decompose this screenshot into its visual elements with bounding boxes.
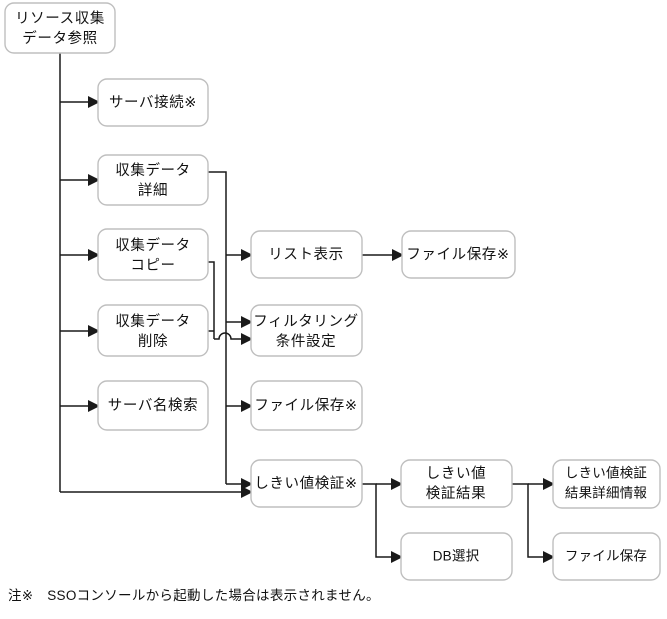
node-server-conn[interactable]: サーバ接続※: [97, 78, 209, 127]
node-list-view[interactable]: リスト表示: [250, 230, 363, 279]
node-file-save-1[interactable]: ファイル保存※: [401, 230, 516, 279]
edge-layer: [59, 53, 555, 563]
node-thr-result[interactable]: しきい値 検証結果: [400, 459, 513, 508]
arrow-head-db-select: [391, 551, 403, 563]
arrow-head-data-delete: [88, 325, 100, 337]
arrow-head-server-conn: [88, 96, 100, 108]
arrow-head-server-find: [88, 400, 100, 412]
node-file-save-2-box[interactable]: [250, 380, 363, 431]
arrow-head-filter-cond-lower: [241, 333, 253, 345]
node-root[interactable]: リソース収集 データ参照: [4, 2, 116, 54]
node-layer: リソース収集 データ参照 サーバ接続※ 収集データ 詳細 収集データ コピー: [4, 2, 661, 581]
node-thr-detail-box[interactable]: [552, 459, 661, 509]
arrow-head-list-view: [241, 249, 253, 261]
node-thr-result-box[interactable]: [400, 459, 513, 508]
node-file-save-3[interactable]: ファイル保存: [552, 532, 661, 581]
node-server-conn-label: サーバ接続※: [109, 94, 197, 111]
node-threshold[interactable]: しきい値検証※: [250, 459, 363, 508]
node-filter-cond[interactable]: フィルタリング 条件設定: [250, 304, 363, 357]
node-thr-detail-label-1: しきい値検証: [565, 466, 647, 481]
arrow-head-file-save-2: [241, 400, 253, 412]
footnote-text: 注※ SSOコンソールから起動した場合は表示されません。: [8, 588, 380, 603]
node-list-view-label: リスト表示: [268, 246, 344, 263]
node-file-save-1-label: ファイル保存※: [406, 246, 509, 263]
node-server-conn-box[interactable]: [97, 78, 209, 127]
node-thr-result-label-1: しきい値: [426, 465, 486, 482]
node-data-copy-label-1: 収集データ: [115, 236, 191, 254]
node-data-detail-label-2: 詳細: [138, 182, 168, 199]
arrow-head-data-detail: [88, 174, 100, 186]
node-filter-cond-box[interactable]: [250, 304, 363, 357]
node-db-select-label: DB選択: [433, 549, 480, 564]
node-data-copy-box[interactable]: [97, 228, 209, 281]
node-filter-cond-label-2: 条件設定: [276, 333, 336, 350]
node-server-find-label: サーバ名検索: [108, 397, 198, 414]
node-threshold-label: しきい値検証※: [254, 475, 357, 492]
arrow-head-thr-detail: [543, 478, 555, 490]
node-data-copy[interactable]: 収集データ コピー: [97, 228, 209, 281]
edge-threshold-riser: [362, 483, 391, 558]
edge-detail-riser: [208, 171, 227, 484]
arrow-head-threshold-from-detail: [241, 478, 253, 490]
node-data-detail-box[interactable]: [97, 154, 209, 206]
node-file-save-1-box[interactable]: [401, 230, 516, 279]
edge-hop-bridge: [214, 332, 241, 340]
arrow-head-threshold-from-root: [241, 486, 253, 498]
node-file-save-2-label: ファイル保存※: [254, 397, 357, 414]
node-thr-detail-label-2: 結果詳細情報: [565, 486, 647, 501]
node-data-delete-box[interactable]: [97, 304, 209, 357]
node-data-copy-label-2: コピー: [130, 257, 175, 274]
arrow-head-thr-result: [391, 478, 403, 490]
node-threshold-box[interactable]: [250, 459, 363, 508]
node-root-label-1: リソース収集: [15, 10, 105, 27]
node-file-save-3-label: ファイル保存: [565, 549, 647, 564]
node-file-save-2[interactable]: ファイル保存※: [250, 380, 363, 431]
node-data-detail[interactable]: 収集データ 詳細: [97, 154, 209, 206]
node-data-delete-label-1: 収集データ: [115, 312, 191, 330]
edge-copy-riser: [208, 261, 215, 339]
arrow-head-file-save-3: [543, 551, 555, 563]
node-thr-result-label-2: 検証結果: [426, 485, 486, 502]
node-list-view-box[interactable]: [250, 230, 363, 279]
node-data-delete[interactable]: 収集データ 削除: [97, 304, 209, 357]
node-db-select-box[interactable]: [400, 532, 513, 581]
node-file-save-3-box[interactable]: [552, 532, 661, 581]
arrow-head-data-copy: [88, 249, 100, 261]
node-server-find-box[interactable]: [97, 380, 209, 431]
node-server-find[interactable]: サーバ名検索: [97, 380, 209, 431]
node-data-detail-label-1: 収集データ: [115, 161, 191, 179]
node-thr-detail[interactable]: しきい値検証 結果詳細情報: [552, 459, 661, 509]
node-root-label-2: データ参照: [22, 29, 98, 47]
node-root-box[interactable]: [4, 2, 116, 54]
arrow-head-filter-cond-upper: [241, 316, 253, 328]
arrow-head-file-save-1: [392, 249, 404, 261]
edge-thr-result-riser: [512, 483, 543, 558]
node-filter-cond-label-1: フィルタリング: [253, 313, 358, 330]
node-db-select[interactable]: DB選択: [400, 532, 513, 581]
node-data-delete-label-2: 削除: [138, 333, 168, 350]
